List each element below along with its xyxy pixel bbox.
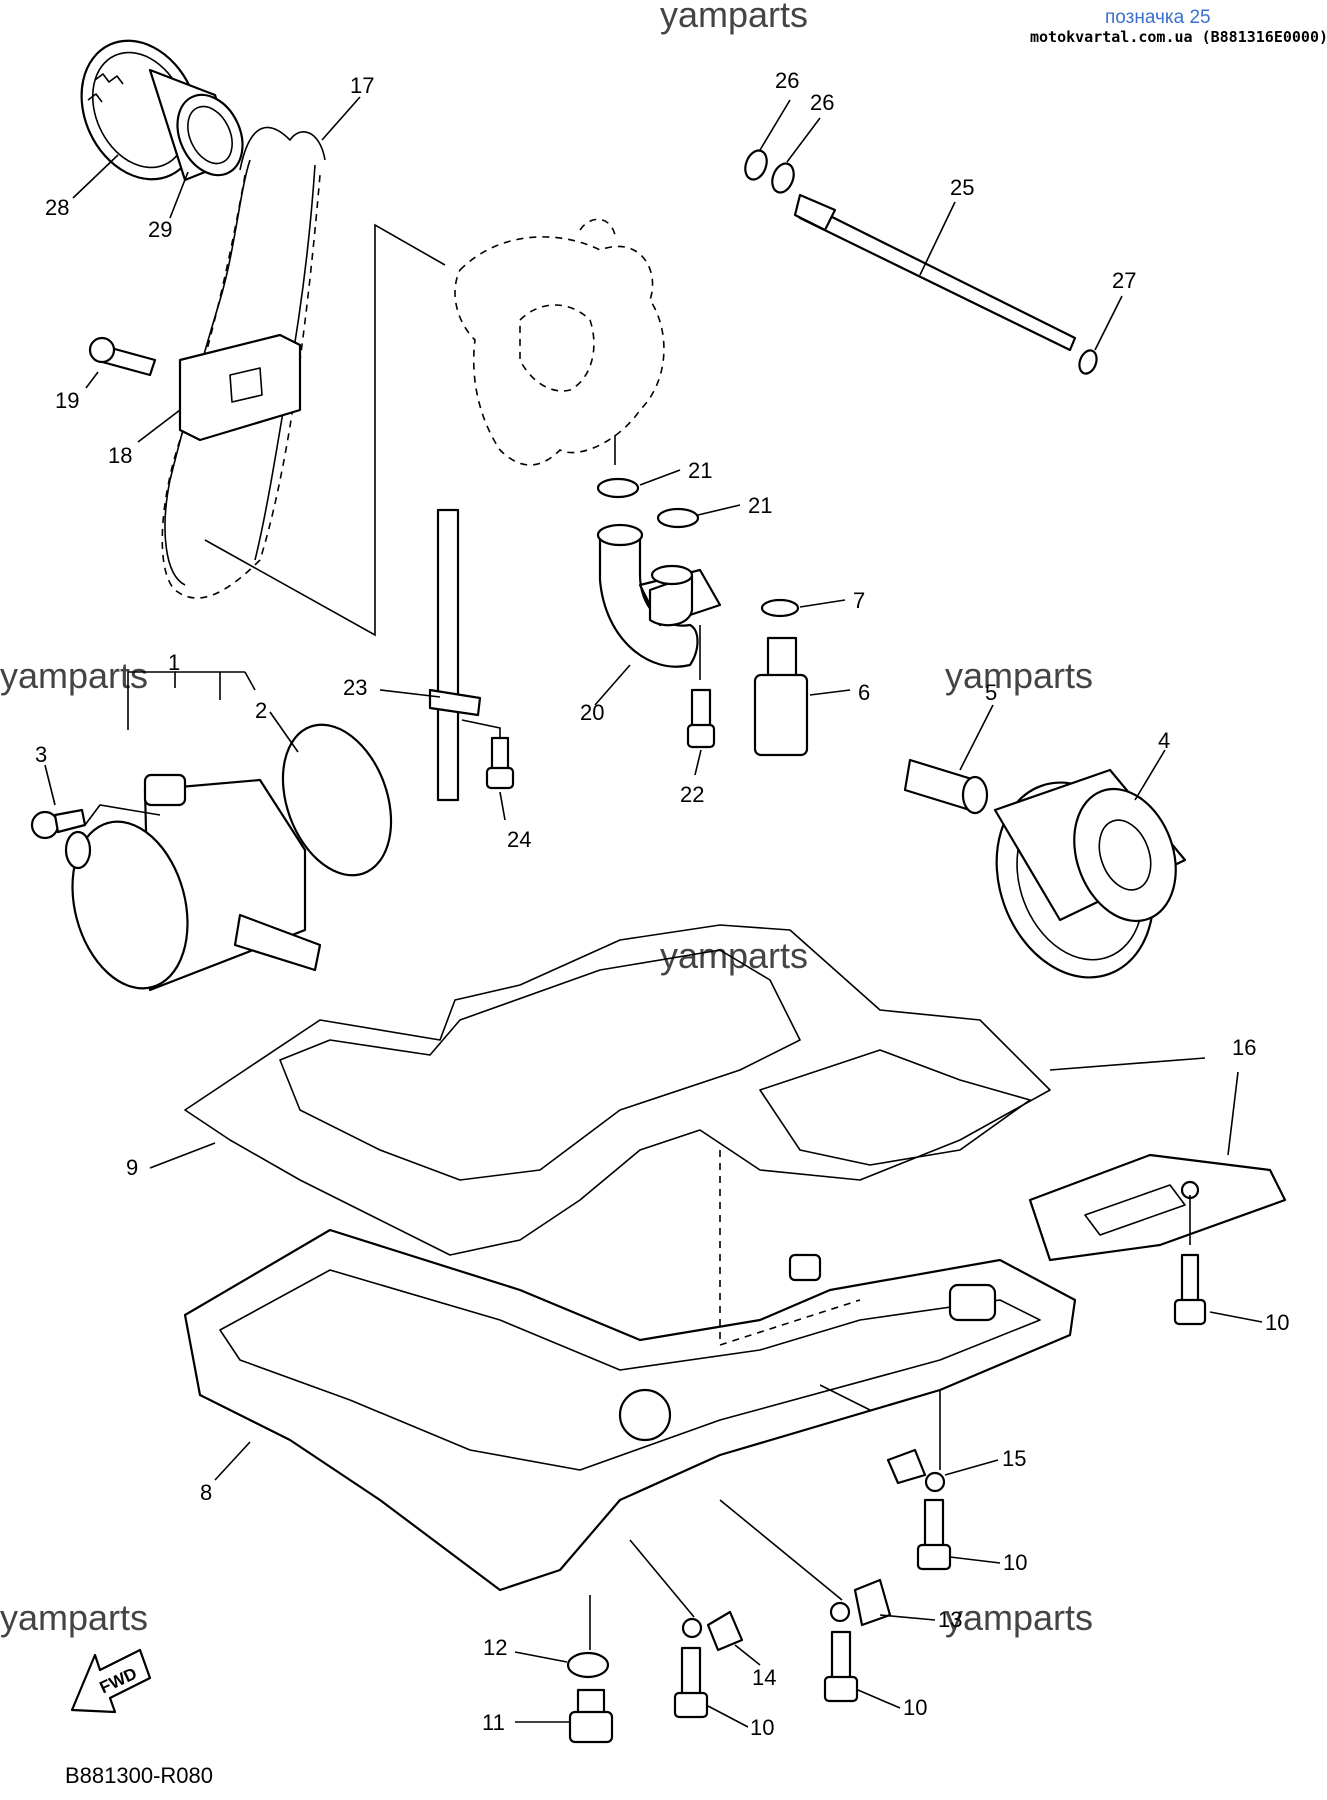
callout-7: 7 [853,588,865,613]
callout-11: 11 [482,1710,505,1735]
o-ring-drawing [596,477,640,499]
callout-8: 8 [200,1480,212,1505]
bolt-drawing [823,1630,859,1703]
fwd-arrow-icon: FWD [70,1648,152,1714]
union-bolt-drawing [903,758,989,815]
callout-13: 13 [938,1607,962,1632]
dipstick-drawing [428,508,482,802]
watermark: yamparts [0,655,148,696]
bolt-drawing [1173,1253,1207,1326]
bolt-drawing [686,688,716,749]
oil-pump-sprocket-drawing [80,39,244,182]
drain-gasket-drawing [566,1651,610,1679]
cooler-gasket-drawing [281,723,393,877]
callout-24: 24 [507,827,531,852]
callout-22: 22 [680,782,704,807]
bracket-drawing [1028,1153,1287,1262]
callout-6: 6 [858,680,870,705]
oil-pump-drawing [454,218,665,466]
watermark: yamparts [0,1597,148,1638]
clamp-drawing [886,1448,927,1485]
callout-20: 20 [580,700,604,725]
bolt-drawing [30,808,87,840]
o-ring-drawing [1078,349,1098,375]
callout-26b: 26 [810,90,834,115]
callout-2: 2 [255,698,267,723]
callout-23: 23 [343,675,367,700]
o-ring-drawing [656,507,700,529]
badge-text: позначка 25 [1105,7,1211,28]
callout-14: 14 [752,1665,776,1690]
callout-3: 3 [35,742,47,767]
callout-1: 1 [168,650,180,675]
callout-19: 19 [55,388,79,413]
o-ring-drawing [744,149,768,181]
callout-27: 27 [1112,268,1136,293]
callout-10a: 10 [1265,1310,1289,1335]
callout-15: 15 [1002,1446,1026,1471]
watermark: yamparts [945,1597,1093,1638]
callout-21b: 21 [748,493,772,518]
washer-drawing [829,1601,851,1623]
oil-pan-gasket-drawing [184,924,1051,1256]
clamp-drawing [853,1578,892,1627]
washer-drawing [924,1471,946,1493]
oil-pipe-drawing [596,523,722,668]
o-ring-drawing [760,598,800,618]
diagram-code: B881300-R080 [65,1763,213,1788]
callout-10d: 10 [750,1715,774,1740]
callout-26a: 26 [775,68,799,93]
bolt-drawing [673,1646,709,1719]
washer-drawing [681,1617,703,1639]
callout-10b: 10 [1003,1550,1027,1575]
source-text: motokvartal.com.ua (B881316E0000) [1030,28,1327,46]
callout-21a: 21 [688,458,712,483]
callout-18: 18 [108,443,132,468]
o-ring-drawing [771,162,795,194]
bolt-drawing [916,1498,952,1571]
callout-12: 12 [483,1635,507,1660]
oil-cooler-drawing [64,773,322,992]
clamp-drawing [706,1610,744,1652]
callout-17: 17 [350,73,374,98]
callout-29: 29 [148,217,172,242]
relief-rod-drawing [793,193,1077,352]
watermark: yamparts [660,0,808,35]
oil-filter-drawing [993,768,1187,979]
callout-16: 16 [1232,1035,1256,1060]
chain-guide-drawing [88,333,302,442]
pressure-switch-drawing [753,636,809,757]
callout-10c: 10 [903,1695,927,1720]
callout-25: 25 [950,175,974,200]
callout-5: 5 [985,680,997,705]
drain-plug-drawing [568,1688,614,1744]
callout-28: 28 [45,195,69,220]
callout-9: 9 [126,1155,138,1180]
callout-4: 4 [1158,728,1170,753]
bolt-drawing [485,736,515,790]
watermark: yamparts [945,655,1093,696]
